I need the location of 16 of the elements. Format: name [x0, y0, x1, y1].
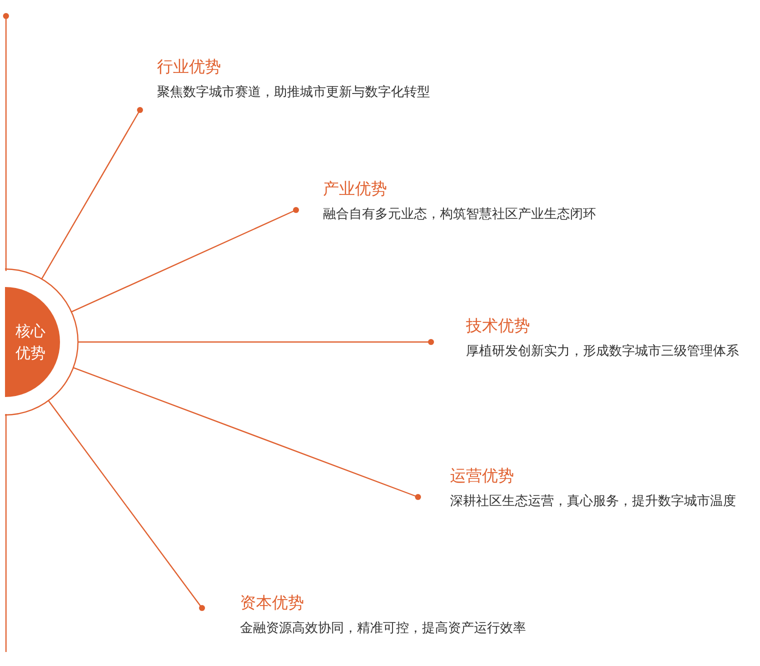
advantage-title: 行业优势 — [157, 56, 221, 78]
connector-line — [73, 367, 421, 500]
connector-line — [48, 400, 205, 611]
connector-line — [78, 339, 434, 345]
advantage-description: 聚焦数字城市赛道，助推城市更新与数字化转型 — [157, 84, 430, 102]
connector-line — [71, 207, 299, 312]
advantage-title: 运营优势 — [450, 465, 514, 487]
connector-line — [41, 107, 143, 280]
advantage-description: 深耕社区生态运营，真心服务，提升数字城市温度 — [450, 493, 736, 511]
advantage-description: 厚植研发创新实力，形成数字城市三级管理体系 — [466, 343, 739, 361]
advantage-description: 金融资源高效协同，精准可控，提高资产运行效率 — [240, 620, 526, 638]
center-title: 核心优势 — [14, 321, 46, 364]
advantage-description: 融合自有多元业态，构筑智慧社区产业生态闭环 — [323, 206, 596, 224]
advantage-title: 技术优势 — [466, 315, 530, 337]
advantage-title: 资本优势 — [240, 592, 304, 614]
advantage-title: 产业优势 — [323, 178, 387, 200]
